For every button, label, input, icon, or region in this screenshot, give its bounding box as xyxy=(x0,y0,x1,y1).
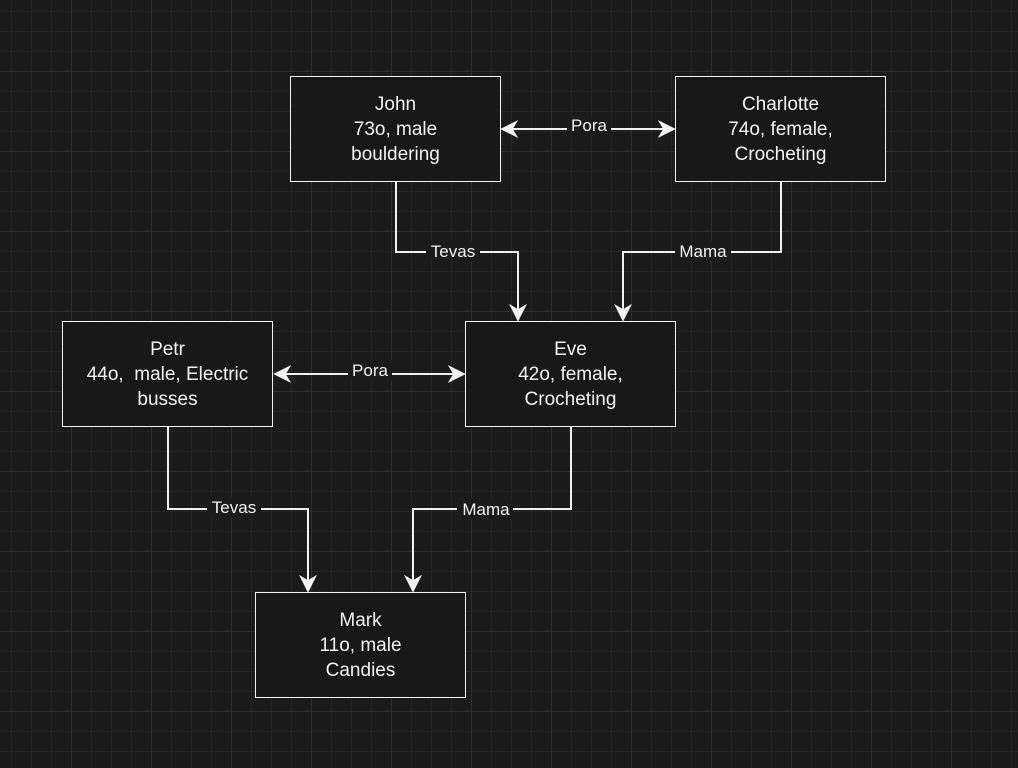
node-john-age: 73o, male xyxy=(353,118,438,140)
node-petr-hobby: busses xyxy=(137,388,198,410)
edge-petr-eve[interactable]: Pora xyxy=(273,361,466,383)
edge-label-charlotte-eve: Mama xyxy=(679,242,727,261)
edge-john-charlotte[interactable]: Pora xyxy=(500,116,676,138)
node-mark-name: Mark xyxy=(339,609,382,631)
node-charlotte-age: 74o, female, xyxy=(728,118,833,140)
node-eve[interactable]: Eve 42o, female, Crocheting xyxy=(465,321,676,427)
edge-john-eve[interactable]: Tevas xyxy=(395,182,527,322)
node-petr[interactable]: Petr 44o, male, Electric busses xyxy=(62,321,273,427)
node-mark-age: 11o, male xyxy=(319,634,402,656)
edge-label-eve-mark: Mama xyxy=(462,500,510,519)
node-charlotte-name: Charlotte xyxy=(741,93,820,115)
node-petr-age: 44o, male, Electric xyxy=(86,363,249,385)
edge-label-john-charlotte: Pora xyxy=(571,116,607,135)
node-eve-age: 42o, female, xyxy=(518,363,623,385)
edge-label-petr-eve: Pora xyxy=(352,361,388,380)
node-john[interactable]: John 73o, male bouldering xyxy=(290,76,501,182)
node-mark-hobby: Candies xyxy=(325,659,396,681)
node-charlotte-hobby: Crocheting xyxy=(734,143,827,165)
node-mark[interactable]: Mark 11o, male Candies xyxy=(255,592,466,698)
edge-eve-mark[interactable]: Mama xyxy=(404,427,572,593)
node-eve-hobby: Crocheting xyxy=(524,388,617,410)
edge-label-petr-mark: Tevas xyxy=(212,498,256,517)
node-charlotte[interactable]: Charlotte 74o, female, Crocheting xyxy=(675,76,886,182)
edge-label-john-eve: Tevas xyxy=(431,242,475,261)
node-john-name: John xyxy=(374,93,417,115)
node-john-hobby: bouldering xyxy=(351,143,440,165)
node-petr-name: Petr xyxy=(150,338,185,360)
edge-charlotte-eve[interactable]: Mama xyxy=(614,182,782,322)
edge-petr-mark[interactable]: Tevas xyxy=(167,427,317,593)
node-eve-name: Eve xyxy=(554,338,587,360)
